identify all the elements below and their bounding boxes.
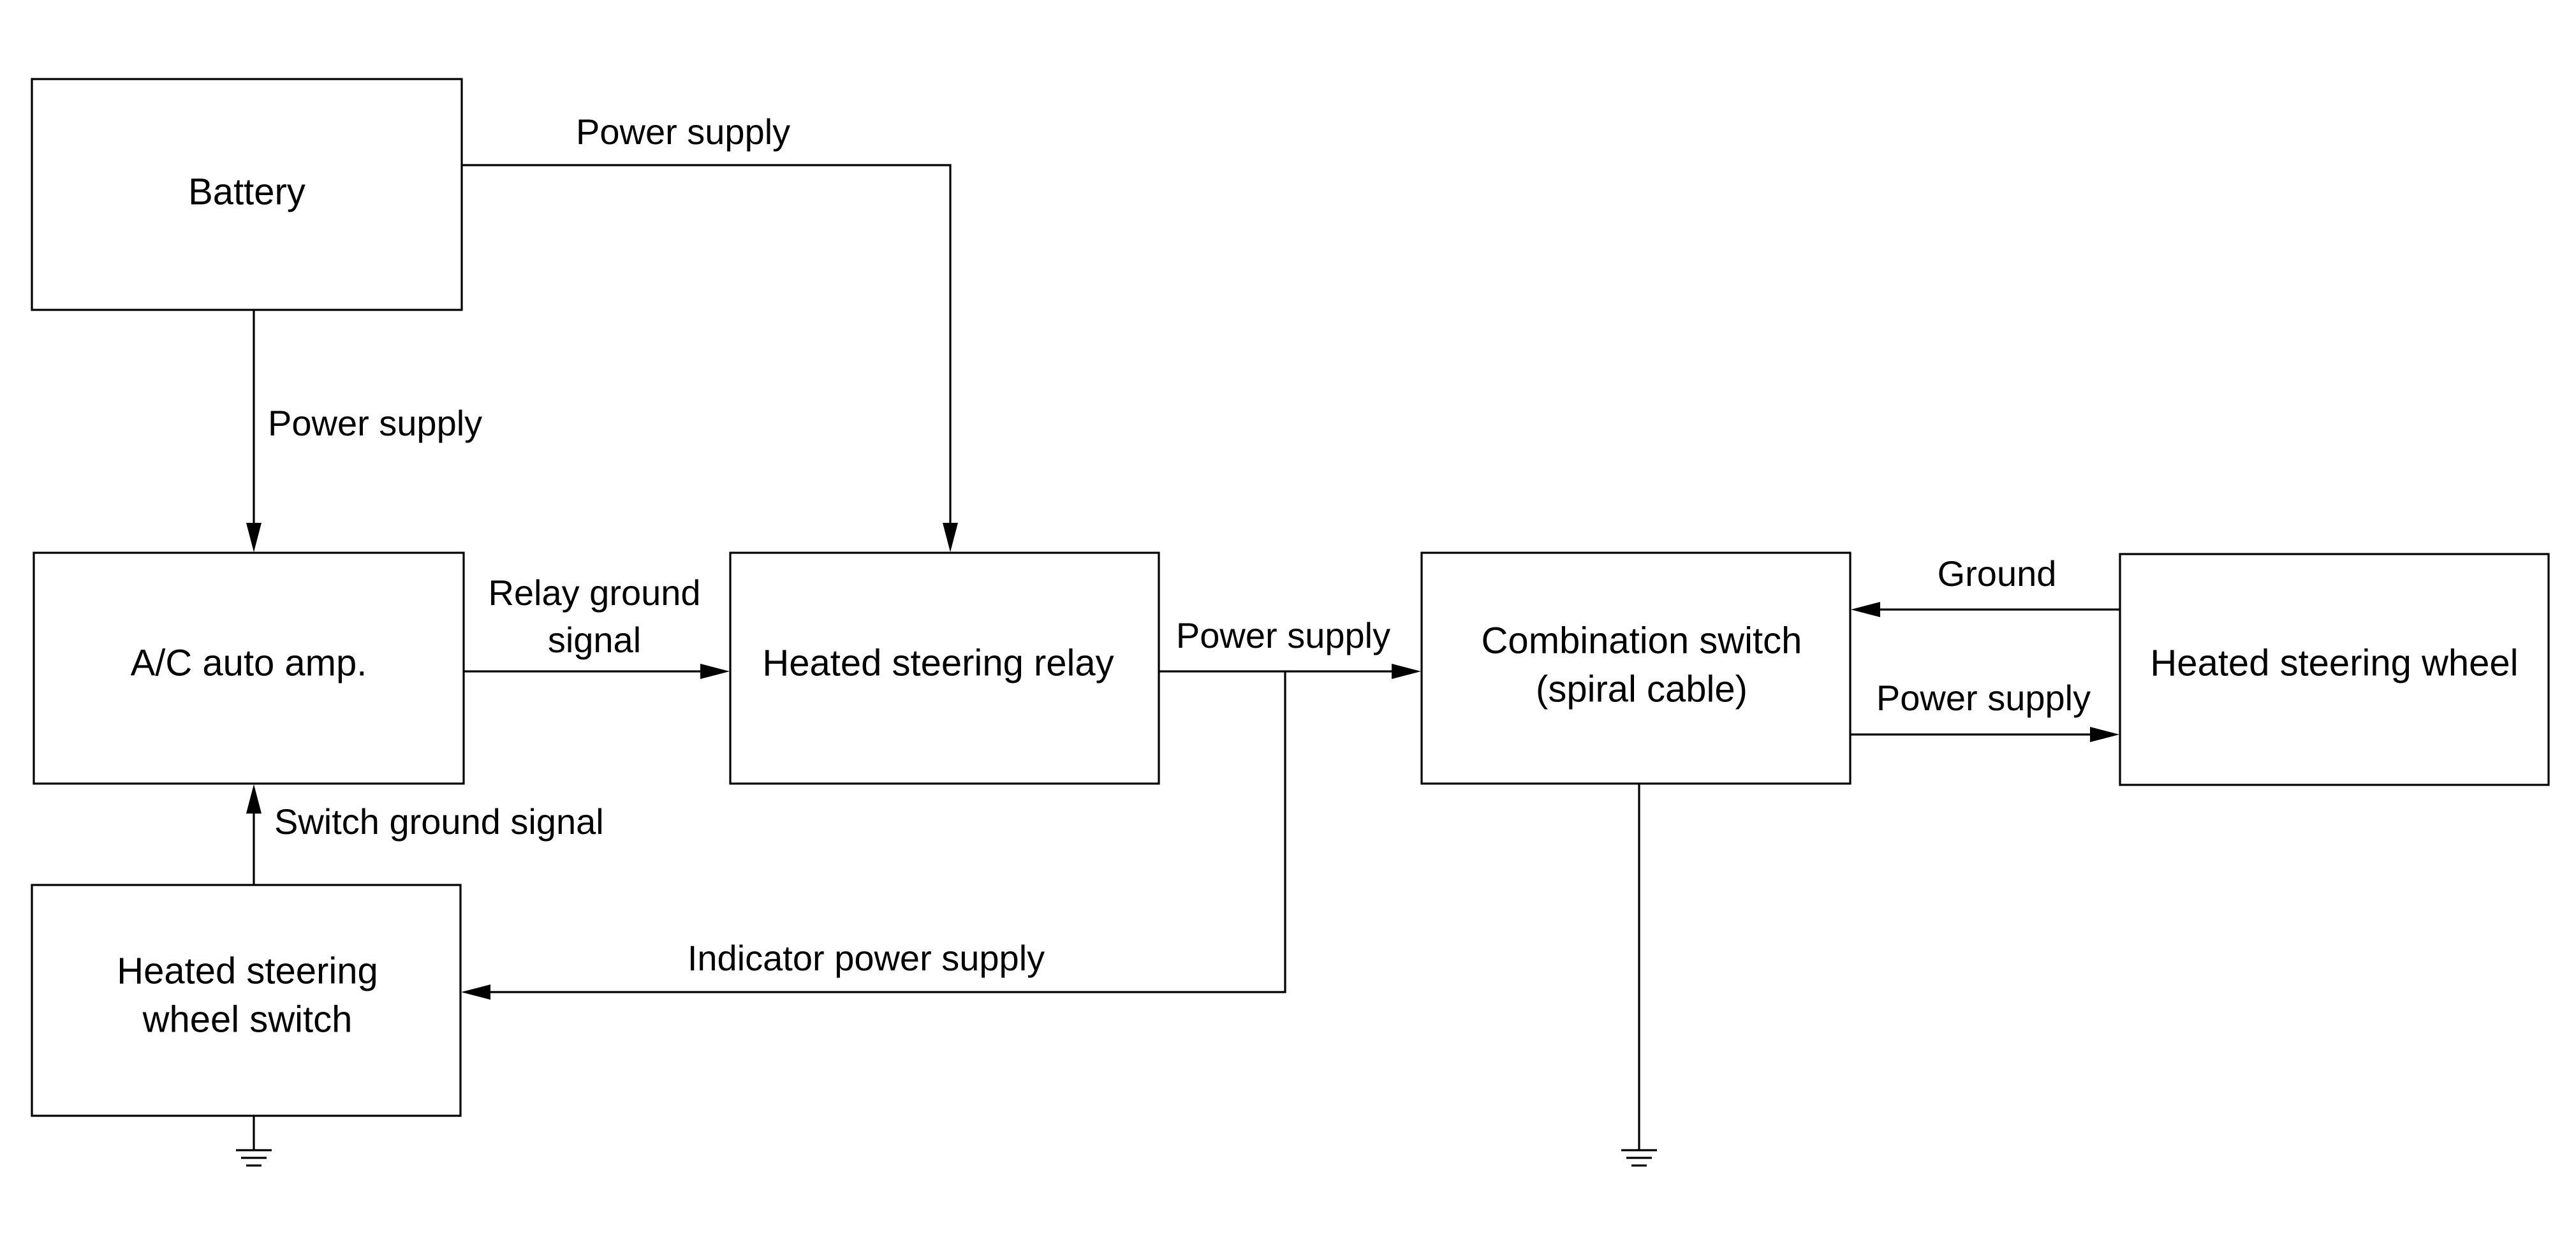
battery-label: Battery xyxy=(188,171,305,212)
combination-switch-box: Combination switch (spiral cable) xyxy=(1420,552,1851,785)
heated-steering-wheel-switch-label-line1: Heated steering xyxy=(117,950,378,991)
wire-label-combination-switch-to-wheel: Power supply xyxy=(1876,678,2091,718)
arrowhead-right xyxy=(700,664,730,679)
wire-label-relay-ground-signal-line1: Relay ground xyxy=(488,573,700,613)
arrowhead-left xyxy=(461,984,490,1000)
ground-symbol-switch xyxy=(236,1116,272,1167)
arrowhead-left xyxy=(1851,602,1880,617)
heated-steering-wheel-box: Heated steering wheel xyxy=(2119,553,2550,786)
wire-switch-ground-signal xyxy=(246,784,261,885)
combination-switch-label-line2: (spiral cable) xyxy=(1536,668,1748,710)
wire-relay-to-combination-switch xyxy=(1159,664,1421,679)
arrowhead-down xyxy=(246,523,261,552)
wire-label-indicator-power-supply: Indicator power supply xyxy=(688,938,1045,978)
arrowhead-up xyxy=(246,784,261,814)
heated-steering-wheel-label: Heated steering wheel xyxy=(2150,642,2518,683)
battery-box: Battery xyxy=(31,78,463,311)
wire-relay-ground-signal xyxy=(464,664,730,679)
wire-battery-to-ac-amp xyxy=(246,310,261,552)
wire-label-relay-ground-signal-line2: signal xyxy=(548,620,641,660)
arrowhead-right xyxy=(1392,664,1421,679)
ac-auto-amp-box: A/C auto amp. xyxy=(33,552,465,785)
wire-combination-switch-to-wheel xyxy=(1851,727,2119,742)
arrowhead-down xyxy=(943,523,958,552)
wire-label-relay-to-combination-switch: Power supply xyxy=(1176,615,1390,655)
wire-label-switch-ground-signal: Switch ground signal xyxy=(274,801,604,842)
wire-indicator-power-supply xyxy=(461,671,1286,1000)
arrowhead-right xyxy=(2090,727,2119,742)
wire-label-ground: Ground xyxy=(1938,553,2057,594)
wire-label-battery-to-ac-amp: Power supply xyxy=(268,403,482,443)
ac-auto-amp-label: A/C auto amp. xyxy=(131,642,367,683)
wire-battery-to-relay xyxy=(462,164,958,552)
combination-switch-label-line1: Combination switch xyxy=(1482,620,1802,661)
heated-steering-wheel-switch-label-line2: wheel switch xyxy=(142,998,353,1040)
heated-steering-relay-label: Heated steering relay xyxy=(762,642,1114,683)
ground-symbol-combination-switch xyxy=(1621,1149,1657,1167)
wire-label-battery-to-relay: Power supply xyxy=(576,112,790,152)
wire-wheel-to-combination-switch-ground xyxy=(1851,602,2120,617)
heated-steering-wheel-switch-box: Heated steering wheel switch xyxy=(31,884,462,1117)
heated-steering-relay-box: Heated steering relay xyxy=(729,552,1160,785)
